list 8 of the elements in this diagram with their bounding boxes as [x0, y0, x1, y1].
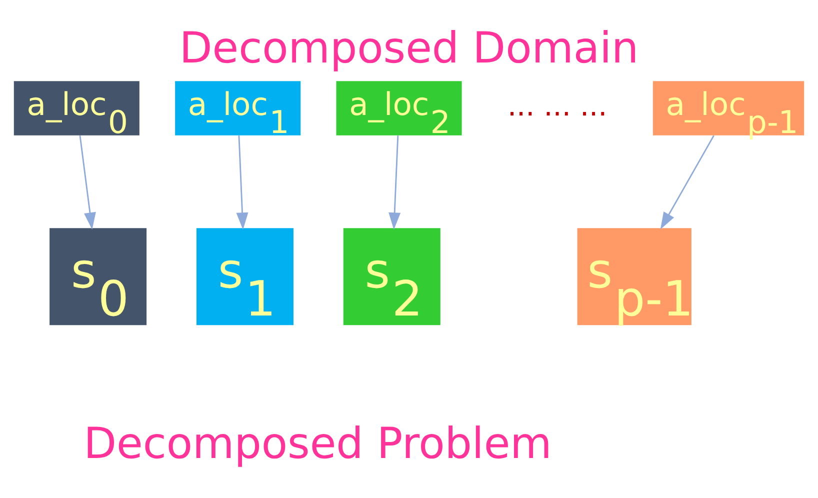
arrow [79, 134, 96, 230]
arrow [388, 135, 401, 230]
arrow [236, 135, 248, 230]
arrow [660, 134, 714, 229]
caption: Decomposed Problem [84, 418, 552, 468]
diagram-title: Decomposed Domain [179, 23, 639, 74]
node-label: p-1 [747, 104, 798, 140]
label: ... ... ... [507, 88, 608, 122]
